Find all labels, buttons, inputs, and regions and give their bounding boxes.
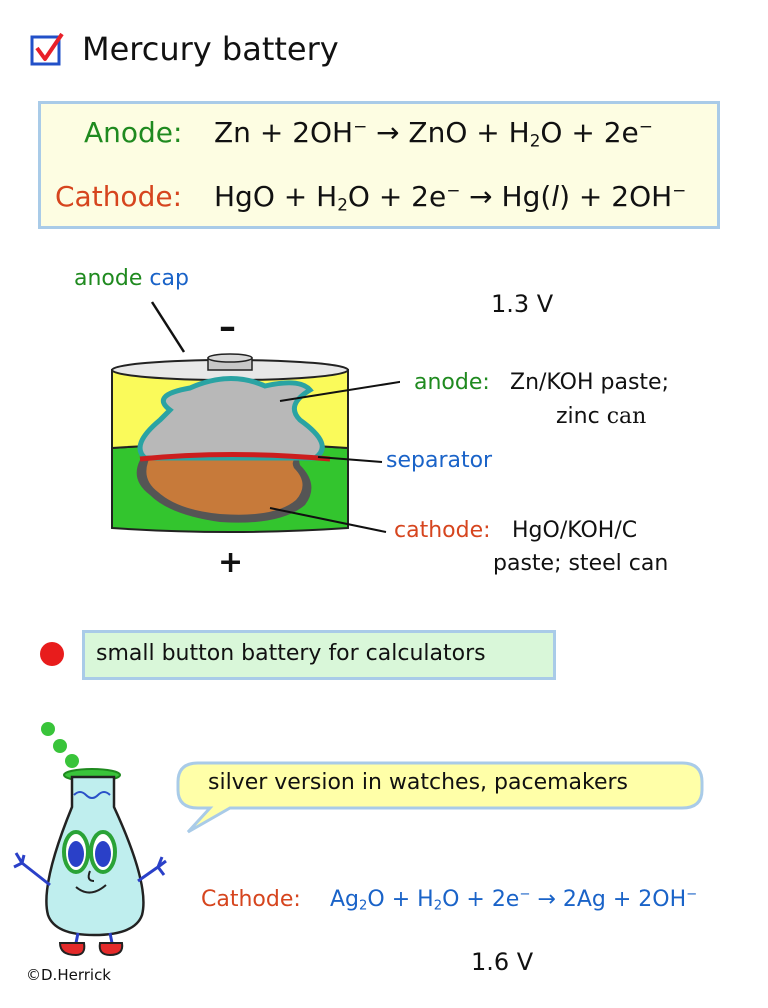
anode-description-line1: Zn/KOH paste; — [510, 370, 669, 395]
checkbox-icon — [30, 32, 64, 66]
flask-mascot-icon — [13, 722, 167, 957]
plus-terminal-sign: + — [218, 545, 244, 580]
silver-cathode-label: Cathode: — [201, 887, 301, 912]
anode-equation-label: Anode: — [84, 116, 183, 149]
cathode-description-line2: paste; steel can — [493, 551, 669, 576]
equation-box — [38, 101, 720, 229]
anode-leader-line — [279, 380, 400, 402]
button-battery-note-box — [82, 630, 556, 680]
silver-version-note: silver version in watches, pacemakers — [208, 770, 629, 795]
battery-diagram — [111, 353, 400, 533]
silver-cathode-equation: Ag2O + H2O + 2e− → 2Ag + 2OH− — [330, 887, 698, 914]
cathode-equation-label: Cathode: — [55, 180, 182, 213]
page-title: Mercury battery — [82, 30, 339, 68]
separator-label: separator — [386, 448, 493, 473]
anode-equation: Zn + 2OH− → ZnO + H2O + 2e− — [214, 116, 653, 151]
cathode-label: cathode: — [394, 518, 491, 543]
cathode-description-line1: HgO/KOH/C — [512, 518, 638, 543]
anode-cap-leader-line — [150, 301, 186, 353]
battery-voltage: 1.3 V — [491, 290, 554, 318]
minus-terminal-sign: – — [219, 307, 236, 347]
bullet-dot-icon — [40, 642, 64, 666]
anode-label: anode: — [414, 370, 490, 395]
anode-cap-label: anode cap — [74, 266, 189, 291]
cathode-equation: HgO + H2O + 2e− → Hg(l) + 2OH− — [214, 180, 687, 215]
cathode-leader-line — [269, 507, 387, 533]
button-battery-note: small button battery for calculators — [96, 641, 486, 666]
separator-leader-line — [317, 456, 383, 463]
speech-bubble — [176, 761, 704, 834]
silver-voltage: 1.6 V — [471, 948, 534, 976]
anode-description-line2: zinc can — [556, 404, 647, 429]
copyright-text: ©D.Herrick — [26, 966, 111, 984]
